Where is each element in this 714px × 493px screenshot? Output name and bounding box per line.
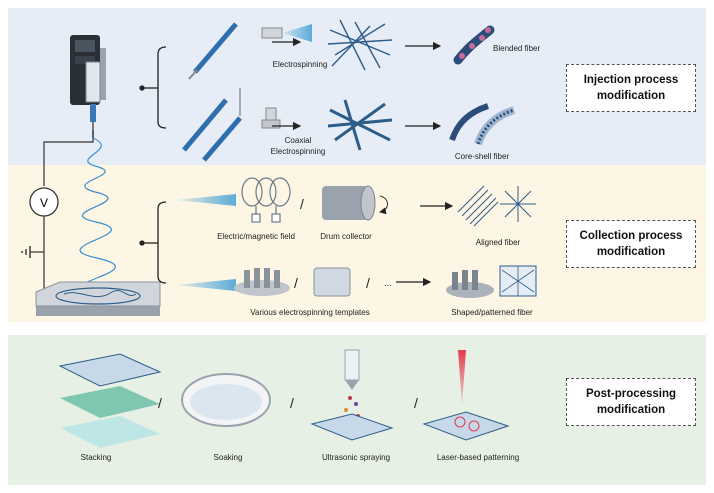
electrospinning-label: Electrospinning <box>272 60 328 69</box>
slash-divider: / <box>158 395 162 411</box>
slash-divider: / <box>366 275 370 291</box>
slash-divider: / <box>290 395 294 411</box>
templates-label: Various electrospinning templates <box>250 308 370 317</box>
blended-mesh <box>327 19 393 71</box>
syringe-pump <box>70 35 106 138</box>
ridged-template-icon <box>234 268 290 296</box>
box-title-line2: modification <box>596 246 666 258</box>
petri-dish-icon <box>181 373 271 427</box>
collection-bracket <box>139 201 167 284</box>
box-title-line1: Collection process <box>579 229 683 242</box>
ultrasonic-spray-icon <box>310 349 394 441</box>
electric-magnetic-label: Electric/magnetic field <box>217 232 295 241</box>
slash-divider: / <box>300 196 304 212</box>
patterned-fiber-icon <box>499 265 537 297</box>
jet-spiral <box>79 137 116 297</box>
aligned-fiber-icon <box>457 185 499 227</box>
slash-divider: / <box>414 395 418 411</box>
drum-collector-label: Drum collector <box>320 232 372 241</box>
radial-fiber-icon <box>500 186 536 222</box>
box-title-line2: modification <box>596 404 666 416</box>
blended-fiber-icon <box>453 25 495 65</box>
drum-collector-icon <box>322 185 388 221</box>
coaxial-nozzle-icon <box>261 107 281 129</box>
coaxial-syringes <box>182 88 242 162</box>
aligned-fiber-label: Aligned fiber <box>475 238 521 247</box>
box-title-line2: modification <box>596 90 666 102</box>
coaxial-label-line1: Coaxial <box>284 136 312 145</box>
ultrasonic-label: Ultrasonic spraying <box>321 453 391 462</box>
box-title-line1: Injection process <box>583 73 679 86</box>
voltage-symbol: V <box>40 196 48 210</box>
post-processing-box: Post-processing modification <box>566 378 696 426</box>
core-shell-fiber-label: Core-shell fiber <box>454 152 510 161</box>
injection-bracket <box>139 46 167 129</box>
injection-process-box: Injection process modification <box>566 64 696 112</box>
slash-divider: / <box>294 275 298 291</box>
coaxial-mesh <box>327 99 393 151</box>
jet-cone-bottom <box>176 279 236 291</box>
shaped-fiber-label: Shaped/patterned fiber <box>451 308 533 317</box>
electric-magnetic-field-icon <box>241 177 291 223</box>
coaxial-label-line2: Electrospinning <box>270 147 326 156</box>
stacking-label: Stacking <box>80 453 112 462</box>
laser-patterning-icon <box>422 350 510 441</box>
electrospinning-syringe <box>188 22 238 80</box>
soaking-label: Soaking <box>213 453 243 462</box>
ellipsis-label: ... <box>384 278 392 288</box>
jet-cone-top <box>176 194 236 206</box>
box-title-line1: Post-processing <box>585 387 677 400</box>
laser-label: Laser-based patterning <box>436 453 520 462</box>
collection-process-box: Collection process modification <box>566 220 696 268</box>
stacking-icon <box>58 353 162 448</box>
nozzle-icon <box>261 24 312 42</box>
collector-plate <box>35 281 161 316</box>
core-shell-fiber-icon <box>449 103 516 146</box>
blended-fiber-label: Blended fiber <box>493 44 541 53</box>
power-circuit <box>21 130 94 291</box>
dotted-template-icon <box>313 267 351 297</box>
shaped-fiber-icon <box>446 270 494 298</box>
